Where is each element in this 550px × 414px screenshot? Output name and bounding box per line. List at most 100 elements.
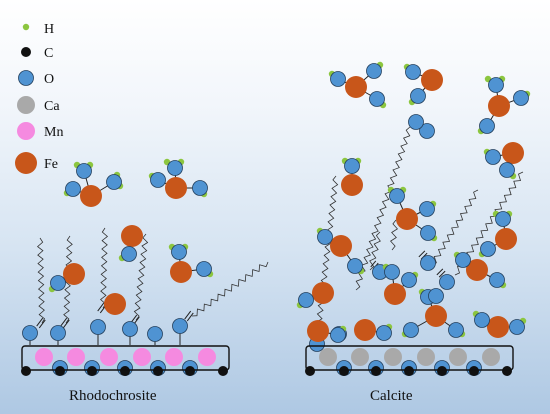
oxygen-atom xyxy=(172,318,188,334)
oxygen-atom xyxy=(76,163,92,179)
oxygen-atom xyxy=(121,246,137,262)
iron-atom xyxy=(165,177,187,199)
oxygen-atom xyxy=(489,272,505,288)
oxygen-atom xyxy=(403,322,419,338)
oxygen-atom xyxy=(50,325,66,341)
hydrocarbon-chain xyxy=(431,189,479,266)
carbon-atom xyxy=(21,366,31,376)
oxygen-atom xyxy=(196,261,212,277)
bond xyxy=(418,250,426,258)
oxygen-atom xyxy=(513,90,529,106)
oxygen-atom xyxy=(389,188,405,204)
oxygen-atom xyxy=(448,322,464,338)
calcium-atom xyxy=(417,348,435,366)
atoms xyxy=(21,61,531,376)
iron-atom xyxy=(121,225,143,247)
bond xyxy=(370,260,377,268)
legend-label-iron: Fe xyxy=(44,157,58,172)
rhodochrosite-label: Rhodochrosite xyxy=(69,388,157,404)
bond xyxy=(436,268,444,276)
iron-atom xyxy=(502,142,524,164)
iron-atom xyxy=(487,316,509,338)
oxygen-atom xyxy=(330,71,346,87)
oxygen-atom xyxy=(347,258,363,274)
legend-symbol-carbon xyxy=(21,47,31,57)
manganese-atom xyxy=(165,348,183,366)
iron-atom xyxy=(312,282,334,304)
bond xyxy=(438,270,446,278)
hydrocarbon-chain xyxy=(99,227,109,309)
carbon-atom xyxy=(404,366,414,376)
carbon-atom xyxy=(437,366,447,376)
iron-atom xyxy=(495,228,517,250)
iron-atom xyxy=(63,263,85,285)
hydrocarbon-chain xyxy=(36,237,46,324)
oxygen-atom xyxy=(428,288,444,304)
calcium-atom xyxy=(384,348,402,366)
calcium-atom xyxy=(482,348,500,366)
carbon-atom xyxy=(55,366,65,376)
iron-atom xyxy=(80,185,102,207)
legend-label-carbon: C xyxy=(44,46,53,61)
carbon-atom xyxy=(87,366,97,376)
calcite-surface xyxy=(305,345,514,371)
oxygen-atom xyxy=(410,88,426,104)
oxygen-atom xyxy=(455,252,471,268)
manganese-atom xyxy=(133,348,151,366)
carbon-atom xyxy=(120,366,130,376)
oxygen-atom xyxy=(330,327,346,343)
legend-symbol-calcium xyxy=(17,96,35,114)
hydrocarbon-chain xyxy=(369,231,381,271)
manganese-atom xyxy=(35,348,53,366)
legend-symbol-oxygen xyxy=(18,70,34,86)
legend-symbol-manganese xyxy=(17,122,35,140)
oxygen-atom xyxy=(420,255,436,271)
iron-atom xyxy=(170,261,192,283)
calcite-label: Calcite xyxy=(370,388,413,404)
oxygen-atom xyxy=(401,272,417,288)
bond xyxy=(186,312,194,322)
hydrocarbon-chain xyxy=(389,219,399,251)
iron-atom xyxy=(466,259,488,281)
oxygen-atom xyxy=(317,229,333,245)
iron-atom xyxy=(354,319,376,341)
bond xyxy=(38,319,46,329)
oxygen-atom xyxy=(167,160,183,176)
oxygen-atom xyxy=(90,319,106,335)
hydrocarbon-chain xyxy=(315,175,339,332)
manganese-atom xyxy=(100,348,118,366)
oxygen-atom xyxy=(22,325,38,341)
legend-label-calcium: Ca xyxy=(44,99,60,114)
carbon-atom xyxy=(469,366,479,376)
hydrocarbon-chain xyxy=(191,261,269,317)
iron-atom xyxy=(345,76,367,98)
oxygen-atom xyxy=(408,114,424,130)
carbon-atom xyxy=(502,366,512,376)
legend-label-manganese: Mn xyxy=(44,125,63,140)
iron-atom xyxy=(341,174,363,196)
oxygen-atom xyxy=(420,225,436,241)
iron-atom xyxy=(330,235,352,257)
oxygen-atom xyxy=(405,64,421,80)
oxygen-atom xyxy=(485,149,501,165)
oxygen-atom xyxy=(480,241,496,257)
oxygen-atom xyxy=(106,174,122,190)
oxygen-atom xyxy=(419,123,435,139)
iron-atom xyxy=(396,208,418,230)
oxygen-atom xyxy=(344,158,360,174)
hydrocarbon-chain xyxy=(355,126,411,291)
carbon-atom xyxy=(305,366,315,376)
iron-atom xyxy=(104,293,126,315)
iron-atom xyxy=(384,283,406,305)
oxygen-atom xyxy=(488,77,504,93)
oxygen-atom xyxy=(369,91,385,107)
carbon-atom xyxy=(185,366,195,376)
bond xyxy=(36,317,44,327)
oxygen-atom xyxy=(366,63,382,79)
calcium-atom xyxy=(351,348,369,366)
legend: H C O Ca Mn Fe xyxy=(15,22,63,174)
legend-symbol-hydrogen xyxy=(22,23,30,31)
oxygen-atom xyxy=(509,319,525,335)
rhodochrosite-surface xyxy=(21,345,230,371)
legend-symbol-iron xyxy=(15,152,37,174)
